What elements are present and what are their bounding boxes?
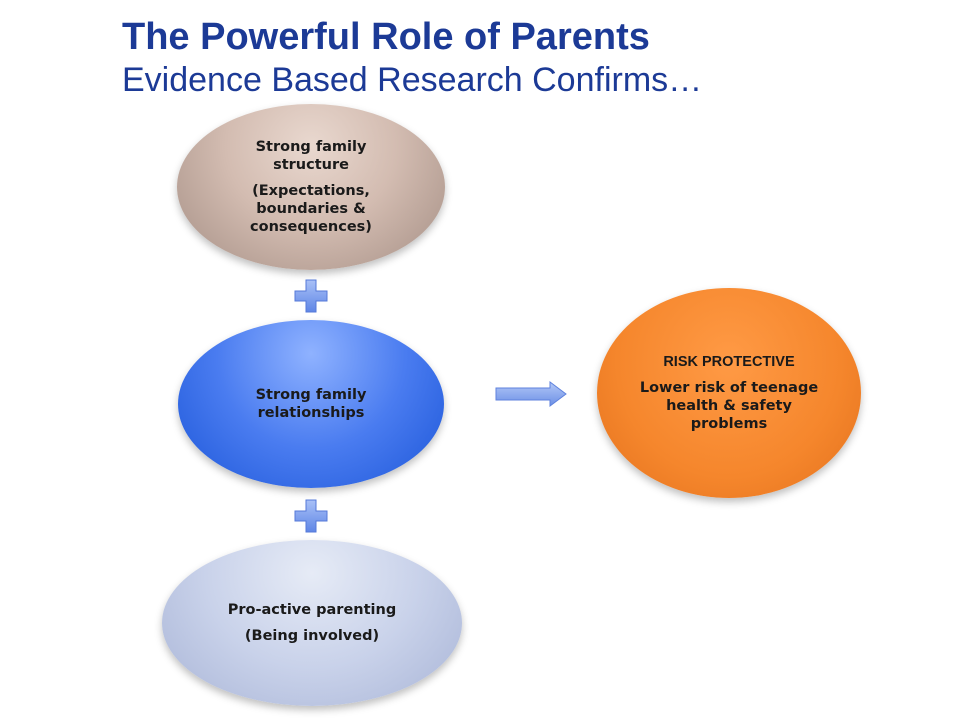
node-family-structure-label: Strong family structure: [255, 139, 367, 173]
plus-icon: [294, 499, 328, 533]
node-family-structure-detail: (Expectations, boundaries & consequences…: [250, 183, 372, 235]
title-block: The Powerful Role of Parents Evidence Ba…: [122, 14, 942, 100]
page-subtitle: Evidence Based Research Confirms…: [122, 61, 703, 99]
node-family-relationships: Strong family relationships: [178, 320, 444, 488]
page-title: The Powerful Role of Parents: [122, 16, 650, 58]
node-family-structure: Strong family structure (Expectations, b…: [177, 104, 445, 270]
node-risk-protective-detail: Lower risk of teenage health & safety pr…: [639, 380, 819, 432]
node-family-relationships-label: Strong family relationships: [255, 387, 367, 421]
right-arrow-icon: [495, 381, 567, 407]
node-risk-protective: RISK PROTECTIVE Lower risk of teenage he…: [597, 288, 861, 498]
node-risk-protective-label: RISK PROTECTIVE: [663, 354, 795, 370]
plus-icon: [294, 279, 328, 313]
node-proactive-parenting-detail: (Being involved): [244, 628, 380, 644]
node-proactive-parenting: Pro-active parenting (Being involved): [162, 540, 462, 706]
node-proactive-parenting-label: Pro-active parenting: [227, 602, 397, 618]
